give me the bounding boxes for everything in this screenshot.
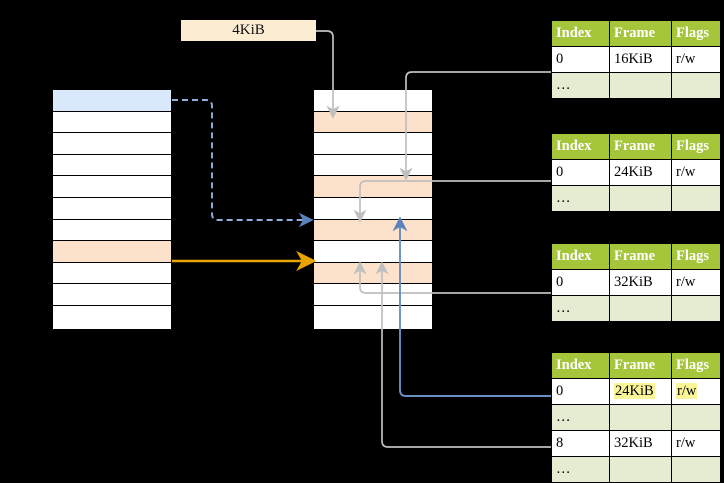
page-table-1-header-frame: Frame (609, 20, 672, 47)
virtual-address-space-row (53, 111, 171, 134)
page-table-4-cell-highlight: 24KiB (614, 383, 655, 399)
page-table-1-cell (609, 72, 672, 99)
page-table-4-cell (671, 404, 721, 431)
physical-memory-row (314, 284, 432, 307)
virtual-address-space-row (53, 306, 171, 328)
page-table-2-cell (609, 185, 672, 212)
size-label-4kib: 4KiB (181, 20, 316, 41)
page-table-4-cell: r/w (671, 430, 721, 457)
page-table-2-header-index: Index (551, 133, 610, 160)
page-table-3-cell (609, 295, 672, 322)
virtual-address-space-row (53, 198, 171, 220)
page-table-3-cell: r/w (671, 269, 721, 296)
virtual-address-space-column (52, 89, 172, 330)
page-table-1-cell (671, 72, 721, 99)
page-table-4-cell: … (551, 404, 610, 431)
physical-memory-row (314, 154, 432, 177)
page-table-4-cell: 24KiB (609, 378, 672, 405)
page-table-1-header-flags: Flags (671, 20, 721, 47)
page-table-1-row: … (551, 72, 721, 99)
page-table-1-cell: 0 (551, 46, 610, 73)
page-table-2-cell: r/w (671, 159, 721, 186)
virtual-address-space-row (53, 241, 171, 263)
virtual-address-space-row (53, 219, 171, 242)
page-table-4-cell: 32KiB (609, 430, 672, 457)
wire-virtual-page-dashed (172, 99, 314, 228)
virtual-address-space-row (53, 262, 171, 285)
virtual-address-space-row (53, 284, 171, 307)
page-table-3-cell (671, 295, 721, 322)
page-table-4-row: … (551, 456, 721, 483)
page-table-4-cell (671, 456, 721, 483)
page-table-3-header-flags: Flags (671, 243, 721, 270)
page-table-3-header-frame: Frame (609, 243, 672, 270)
physical-memory-row (314, 306, 432, 328)
page-table-3-cell: 32KiB (609, 269, 672, 296)
page-table-3-cell: 0 (551, 269, 610, 296)
physical-memory-row (314, 198, 432, 220)
virtual-address-space-row (53, 176, 171, 199)
page-table-2-header-flags: Flags (671, 133, 721, 160)
physical-memory-row (314, 90, 432, 112)
page-table-4-cell (609, 456, 672, 483)
page-table-3-row: … (551, 295, 721, 322)
page-table-1-cell: 16KiB (609, 46, 672, 73)
page-table-2-row: … (551, 185, 721, 212)
page-table-3-cell: … (551, 295, 610, 322)
virtual-address-space-row (53, 154, 171, 177)
physical-memory-row (314, 219, 432, 242)
physical-memory-row (314, 176, 432, 199)
page-table-4-cell: 0 (551, 378, 610, 405)
virtual-address-space-row (53, 90, 171, 112)
page-table-1-header-index: Index (551, 20, 610, 47)
page-table-2-cell: … (551, 185, 610, 212)
virtual-address-space-row (53, 133, 171, 155)
page-table-3-header-index: Index (551, 243, 610, 270)
page-table-4-cell: r/w (671, 378, 721, 405)
physical-memory-column (313, 89, 433, 330)
page-table-4-cell (609, 404, 672, 431)
page-table-1-cell: … (551, 72, 610, 99)
size-label-text: 4KiB (232, 22, 265, 38)
page-table-2-cell: 0 (551, 159, 610, 186)
page-table-4-row: … (551, 404, 721, 431)
page-table-1-cell: r/w (671, 46, 721, 73)
page-table-4-cell: … (551, 456, 610, 483)
page-table-4-header-flags: Flags (671, 352, 721, 379)
page-table-2-header-frame: Frame (609, 133, 672, 160)
physical-memory-row (314, 111, 432, 134)
page-table-4-header-index: Index (551, 352, 610, 379)
page-table-4-cell-highlight: r/w (676, 383, 698, 399)
page-table-2-cell (671, 185, 721, 212)
physical-memory-row (314, 262, 432, 285)
physical-memory-row (314, 241, 432, 263)
page-table-4-header-frame: Frame (609, 352, 672, 379)
physical-memory-row (314, 133, 432, 155)
page-table-4-cell: 8 (551, 430, 610, 457)
page-table-2-cell: 24KiB (609, 159, 672, 186)
